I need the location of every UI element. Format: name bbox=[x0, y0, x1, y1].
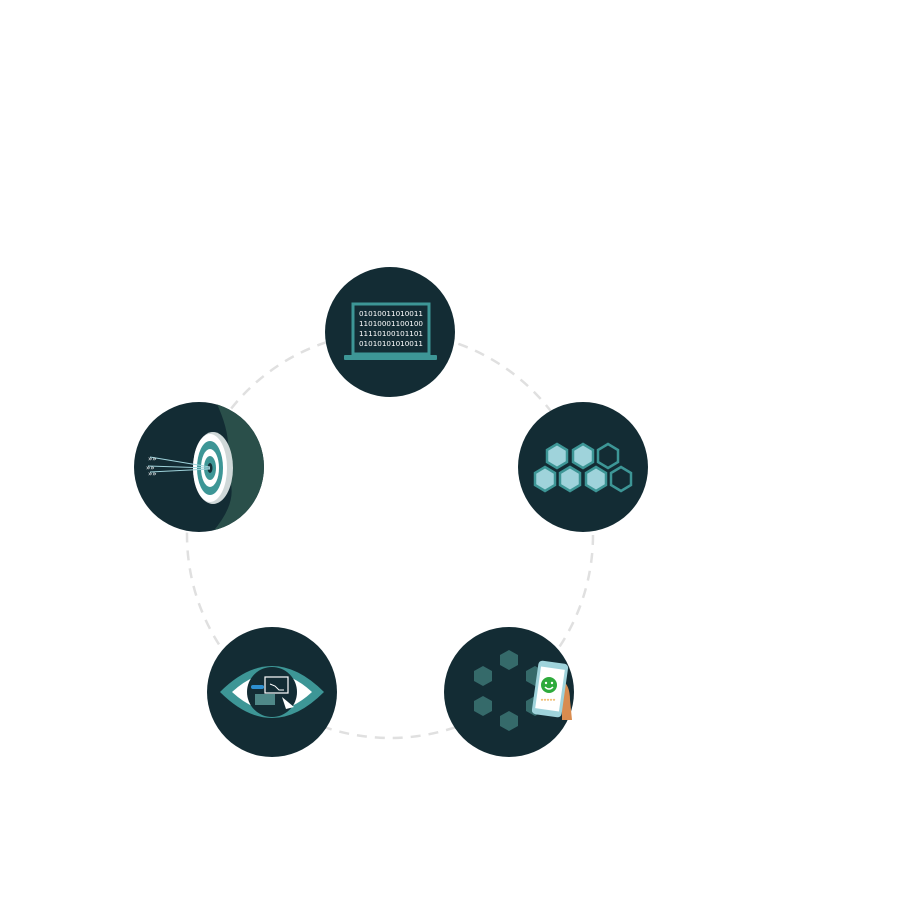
target-arrows-icon: »» »» »» bbox=[146, 432, 233, 504]
eye-dashboard-icon bbox=[220, 666, 324, 718]
svg-text:»»: »» bbox=[146, 464, 154, 472]
binary-line-4: 01010101010011 bbox=[359, 339, 423, 348]
node-phone-rating: ★★★★★ bbox=[444, 627, 574, 757]
node-eye bbox=[207, 627, 337, 757]
svg-text:★★★★★: ★★★★★ bbox=[540, 697, 555, 703]
hexagon-cluster-icon bbox=[533, 442, 633, 493]
binary-line-2: 11010001100100 bbox=[359, 319, 423, 328]
binary-line-1: 01010011010011 bbox=[359, 309, 423, 318]
faded-hexagons-icon bbox=[474, 650, 544, 731]
node-laptop: 01010011010011 11010001100100 1111010010… bbox=[325, 267, 455, 397]
laptop-binary-icon: 01010011010011 11010001100100 1111010010… bbox=[344, 302, 437, 360]
binary-line-3: 11110100101101 bbox=[359, 329, 423, 338]
node-target: »» »» »» bbox=[134, 402, 264, 532]
svg-text:»»: »» bbox=[148, 455, 156, 463]
phone-smiley-rating-icon: ★★★★★ bbox=[531, 660, 572, 720]
svg-text:»»: »» bbox=[148, 470, 156, 478]
node-hexagons bbox=[518, 402, 648, 532]
